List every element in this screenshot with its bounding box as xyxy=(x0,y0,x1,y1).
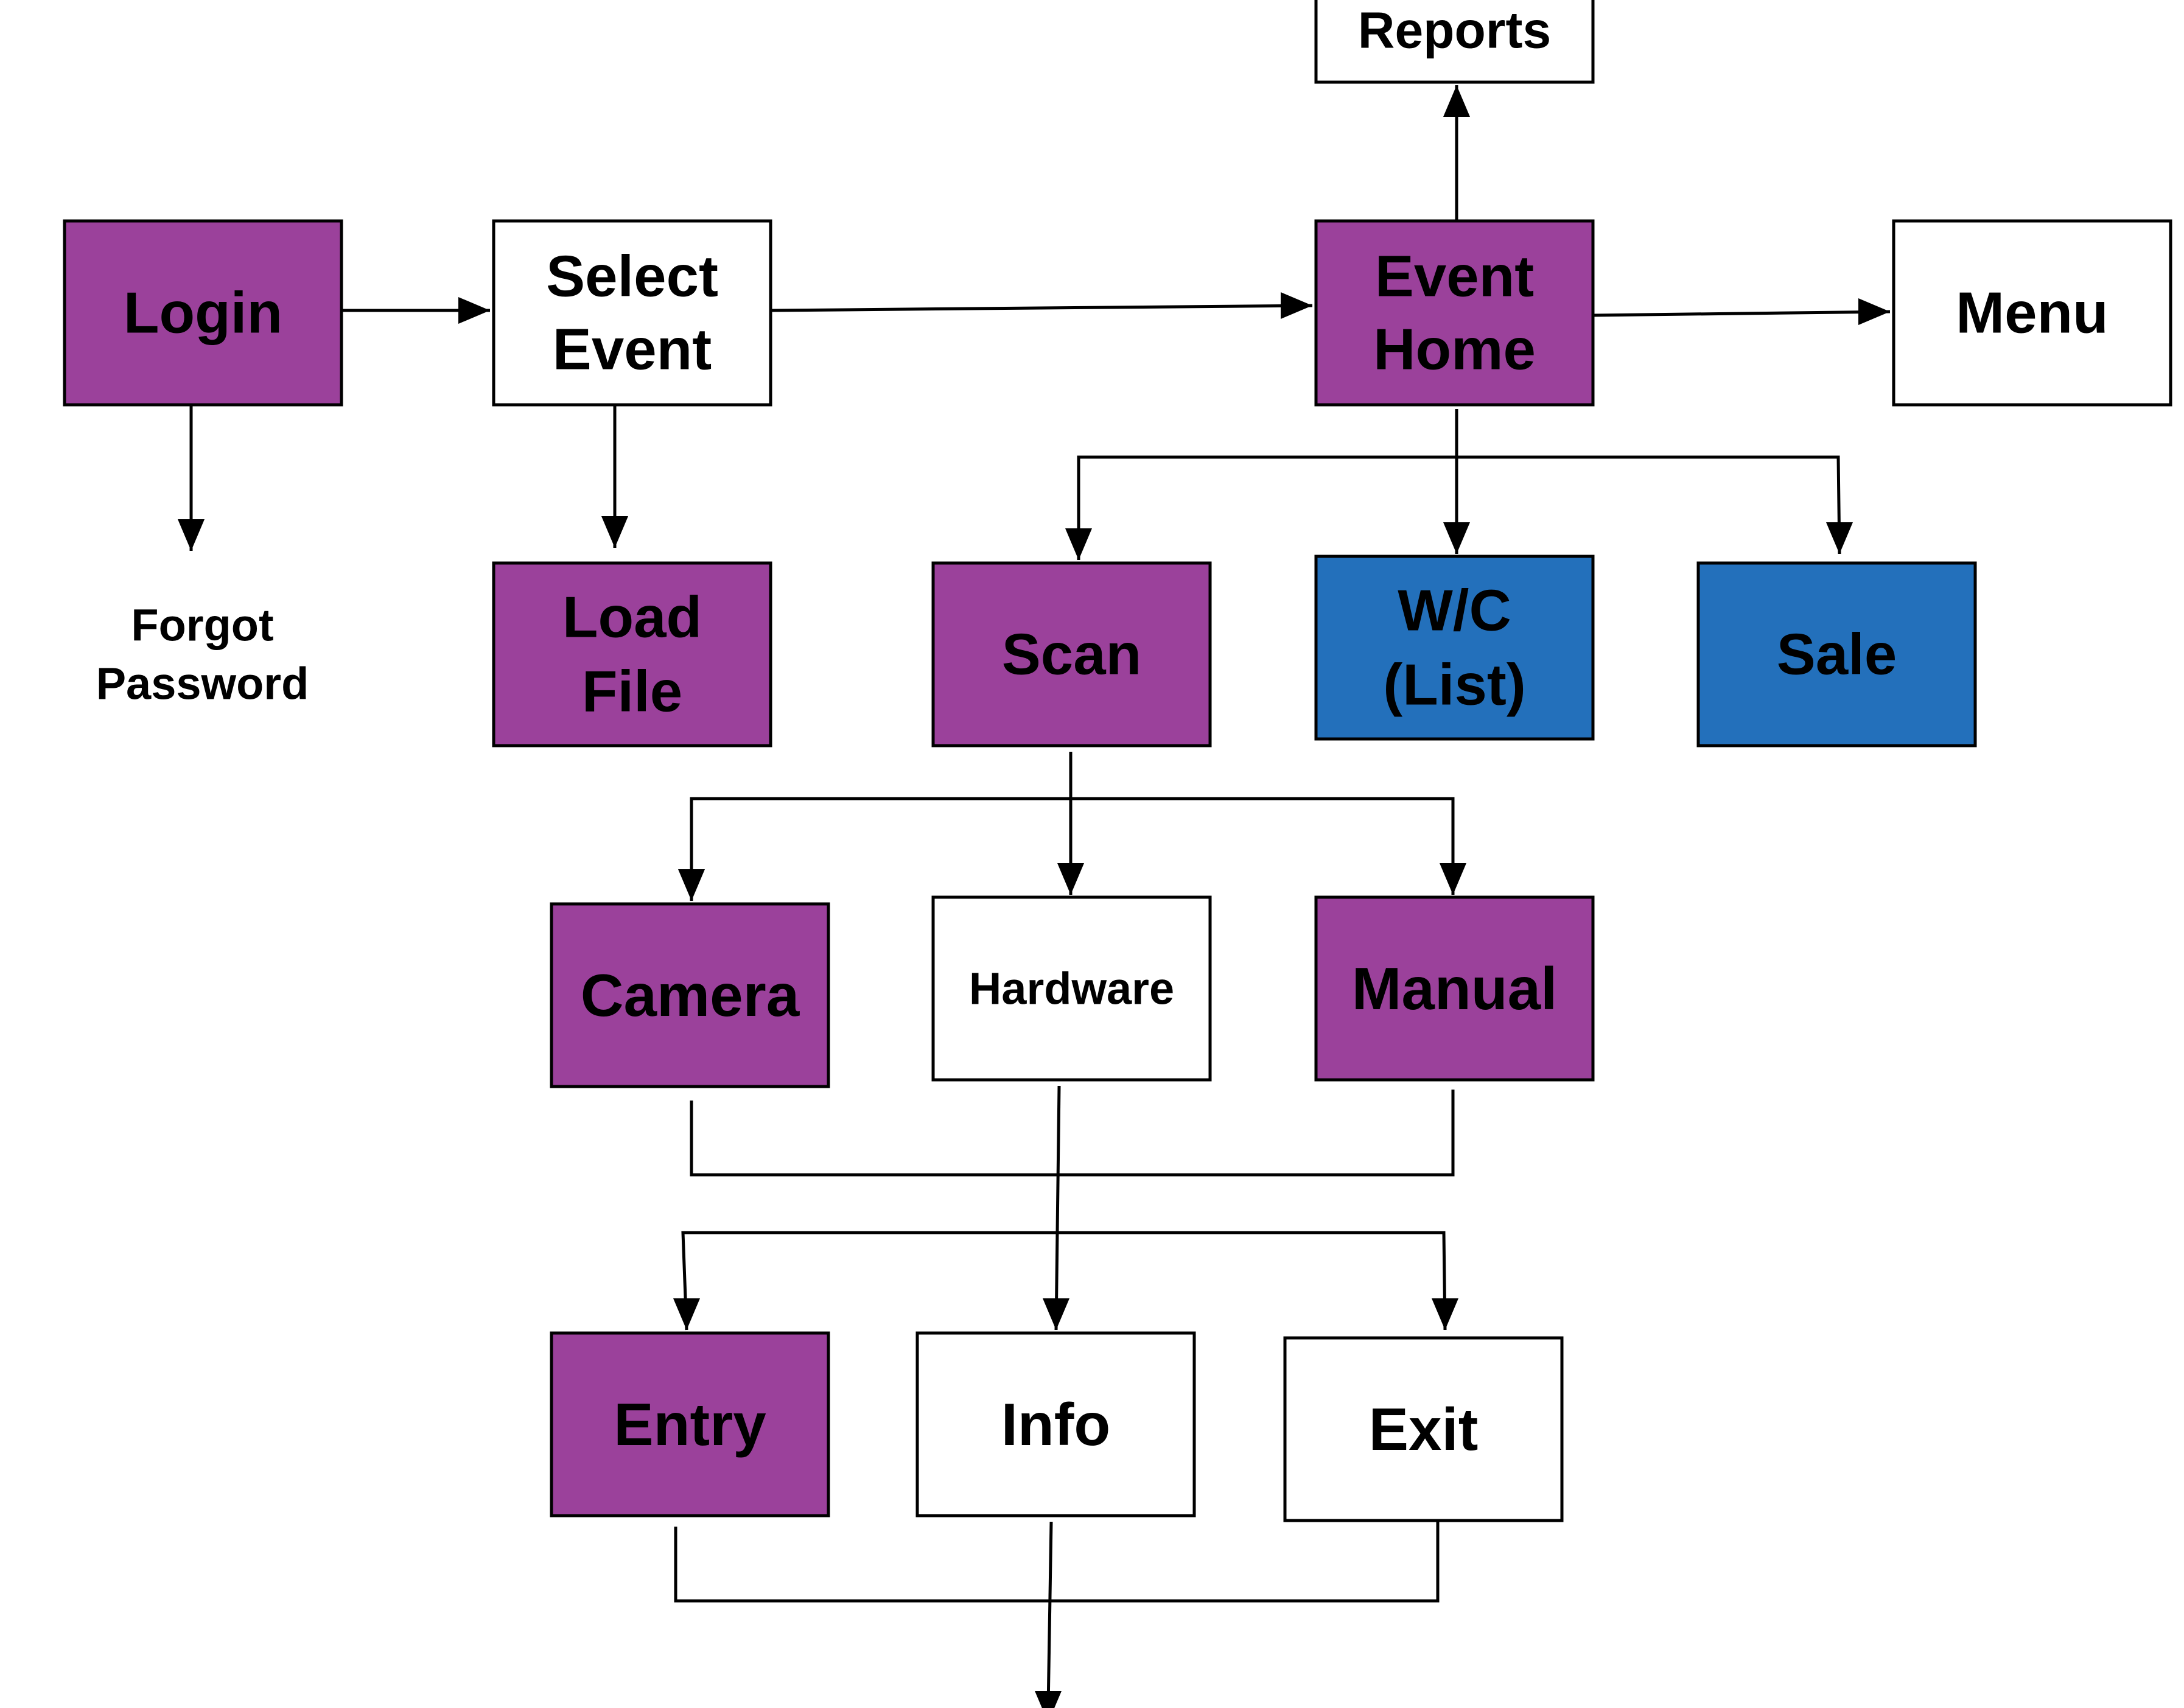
edge-select-event-event-home xyxy=(770,304,1313,312)
edge-info-off-page xyxy=(1046,1521,1053,1708)
node-info-label: Info xyxy=(1001,1391,1111,1458)
node-sale: Sale xyxy=(1696,561,1977,747)
node-login: Login xyxy=(63,219,343,407)
edge-to-entry-arrowhead xyxy=(673,1298,700,1330)
edge-to-exit xyxy=(1056,1231,1447,1331)
edge-event-home-sale xyxy=(1457,455,1841,555)
node-info: Info xyxy=(915,1331,1196,1517)
node-reports: Reports xyxy=(1314,0,1595,84)
node-forgot-password-label: Password xyxy=(96,659,309,709)
node-select-event-box xyxy=(492,219,772,407)
edge-event-home-sale-arrowhead xyxy=(1826,522,1853,554)
node-camera-label: Camera xyxy=(581,962,800,1029)
node-load-file-box xyxy=(492,561,772,747)
node-manual-box xyxy=(1314,895,1595,1082)
node-login-box xyxy=(63,219,343,407)
node-wc-list-box xyxy=(1314,555,1595,741)
node-manual-label: Manual xyxy=(1352,955,1558,1022)
edge-event-home-wc-list-arrowhead xyxy=(1443,522,1470,554)
node-info-box xyxy=(915,1331,1196,1517)
node-load-file-label: File xyxy=(582,659,682,724)
edge-scan-hardware-arrowhead xyxy=(1057,863,1084,895)
edge-scan-camera xyxy=(690,797,1071,901)
node-event-home-label: Home xyxy=(1373,317,1536,382)
edge-select-event-load-file-arrowhead xyxy=(601,516,628,548)
node-entry: Entry xyxy=(550,1331,830,1517)
edge-to-exit-arrowhead xyxy=(1432,1298,1458,1330)
edge-event-home-menu xyxy=(1592,310,1891,317)
edge-scan-manual-arrowhead xyxy=(1440,863,1466,895)
edge-event-home-scan xyxy=(1077,455,1457,560)
node-wc-list-label: (List) xyxy=(1383,653,1526,718)
node-wc-list: W/C (List) xyxy=(1314,555,1595,741)
node-wc-list-label: W/C xyxy=(1398,578,1511,643)
edge-login-select-event-arrowhead xyxy=(458,297,490,324)
node-camera: Camera xyxy=(550,902,830,1088)
node-select-event-label: Event xyxy=(553,317,712,382)
edge-merge-camera-manual xyxy=(690,1090,1455,1177)
node-reports-label: Reports xyxy=(1358,2,1551,59)
nodes-layer: ReportsLoginSelectEventEventHomeMenuForg… xyxy=(63,0,2172,1522)
node-exit-box xyxy=(1283,1336,1564,1522)
node-scan: Scan xyxy=(931,561,1212,747)
edge-hardware-info-arrowhead xyxy=(1043,1298,1069,1330)
node-select-event-label: Select xyxy=(546,244,718,309)
node-load-file-label: Load xyxy=(562,585,702,650)
node-scan-label: Scan xyxy=(1002,622,1141,687)
node-menu-label: Menu xyxy=(1956,281,2109,346)
edges-layer xyxy=(178,85,1891,1708)
edge-scan-camera-arrowhead xyxy=(678,869,705,901)
edge-scan-manual xyxy=(1071,797,1455,895)
edge-event-home-menu-arrowhead xyxy=(1858,298,1890,325)
node-forgot-password-label: Forgot xyxy=(131,600,273,651)
node-menu-box xyxy=(1892,219,2172,407)
node-sale-box xyxy=(1696,561,1977,747)
node-event-home-box xyxy=(1314,219,1595,407)
node-hardware-box xyxy=(931,895,1212,1082)
edge-off-page-arrowhead xyxy=(1035,1691,1062,1708)
node-manual: Manual xyxy=(1314,895,1595,1082)
node-camera-box xyxy=(550,902,830,1088)
node-scan-box xyxy=(931,561,1212,747)
node-login-label: Login xyxy=(124,281,282,346)
node-event-home-label: Event xyxy=(1375,244,1534,309)
edge-hardware-info xyxy=(1054,1085,1061,1331)
node-exit-label: Exit xyxy=(1369,1396,1479,1463)
edge-select-event-event-home-arrowhead xyxy=(1281,292,1312,319)
node-sale-label: Sale xyxy=(1777,622,1897,687)
node-exit: Exit xyxy=(1283,1336,1564,1522)
node-hardware-label: Hardware xyxy=(969,964,1174,1014)
node-hardware: Hardware xyxy=(931,895,1212,1082)
edge-to-entry xyxy=(681,1231,1056,1331)
edge-event-home-reports-arrowhead xyxy=(1443,85,1470,117)
edge-event-home-scan-arrowhead xyxy=(1065,528,1092,560)
node-reports-box xyxy=(1314,0,1595,84)
node-entry-box xyxy=(550,1331,830,1517)
node-menu: Menu xyxy=(1892,219,2172,407)
edge-merge-entry-exit xyxy=(674,1517,1440,1603)
node-entry-label: Entry xyxy=(614,1391,766,1458)
edge-login-forgot-password-arrowhead xyxy=(178,519,205,551)
